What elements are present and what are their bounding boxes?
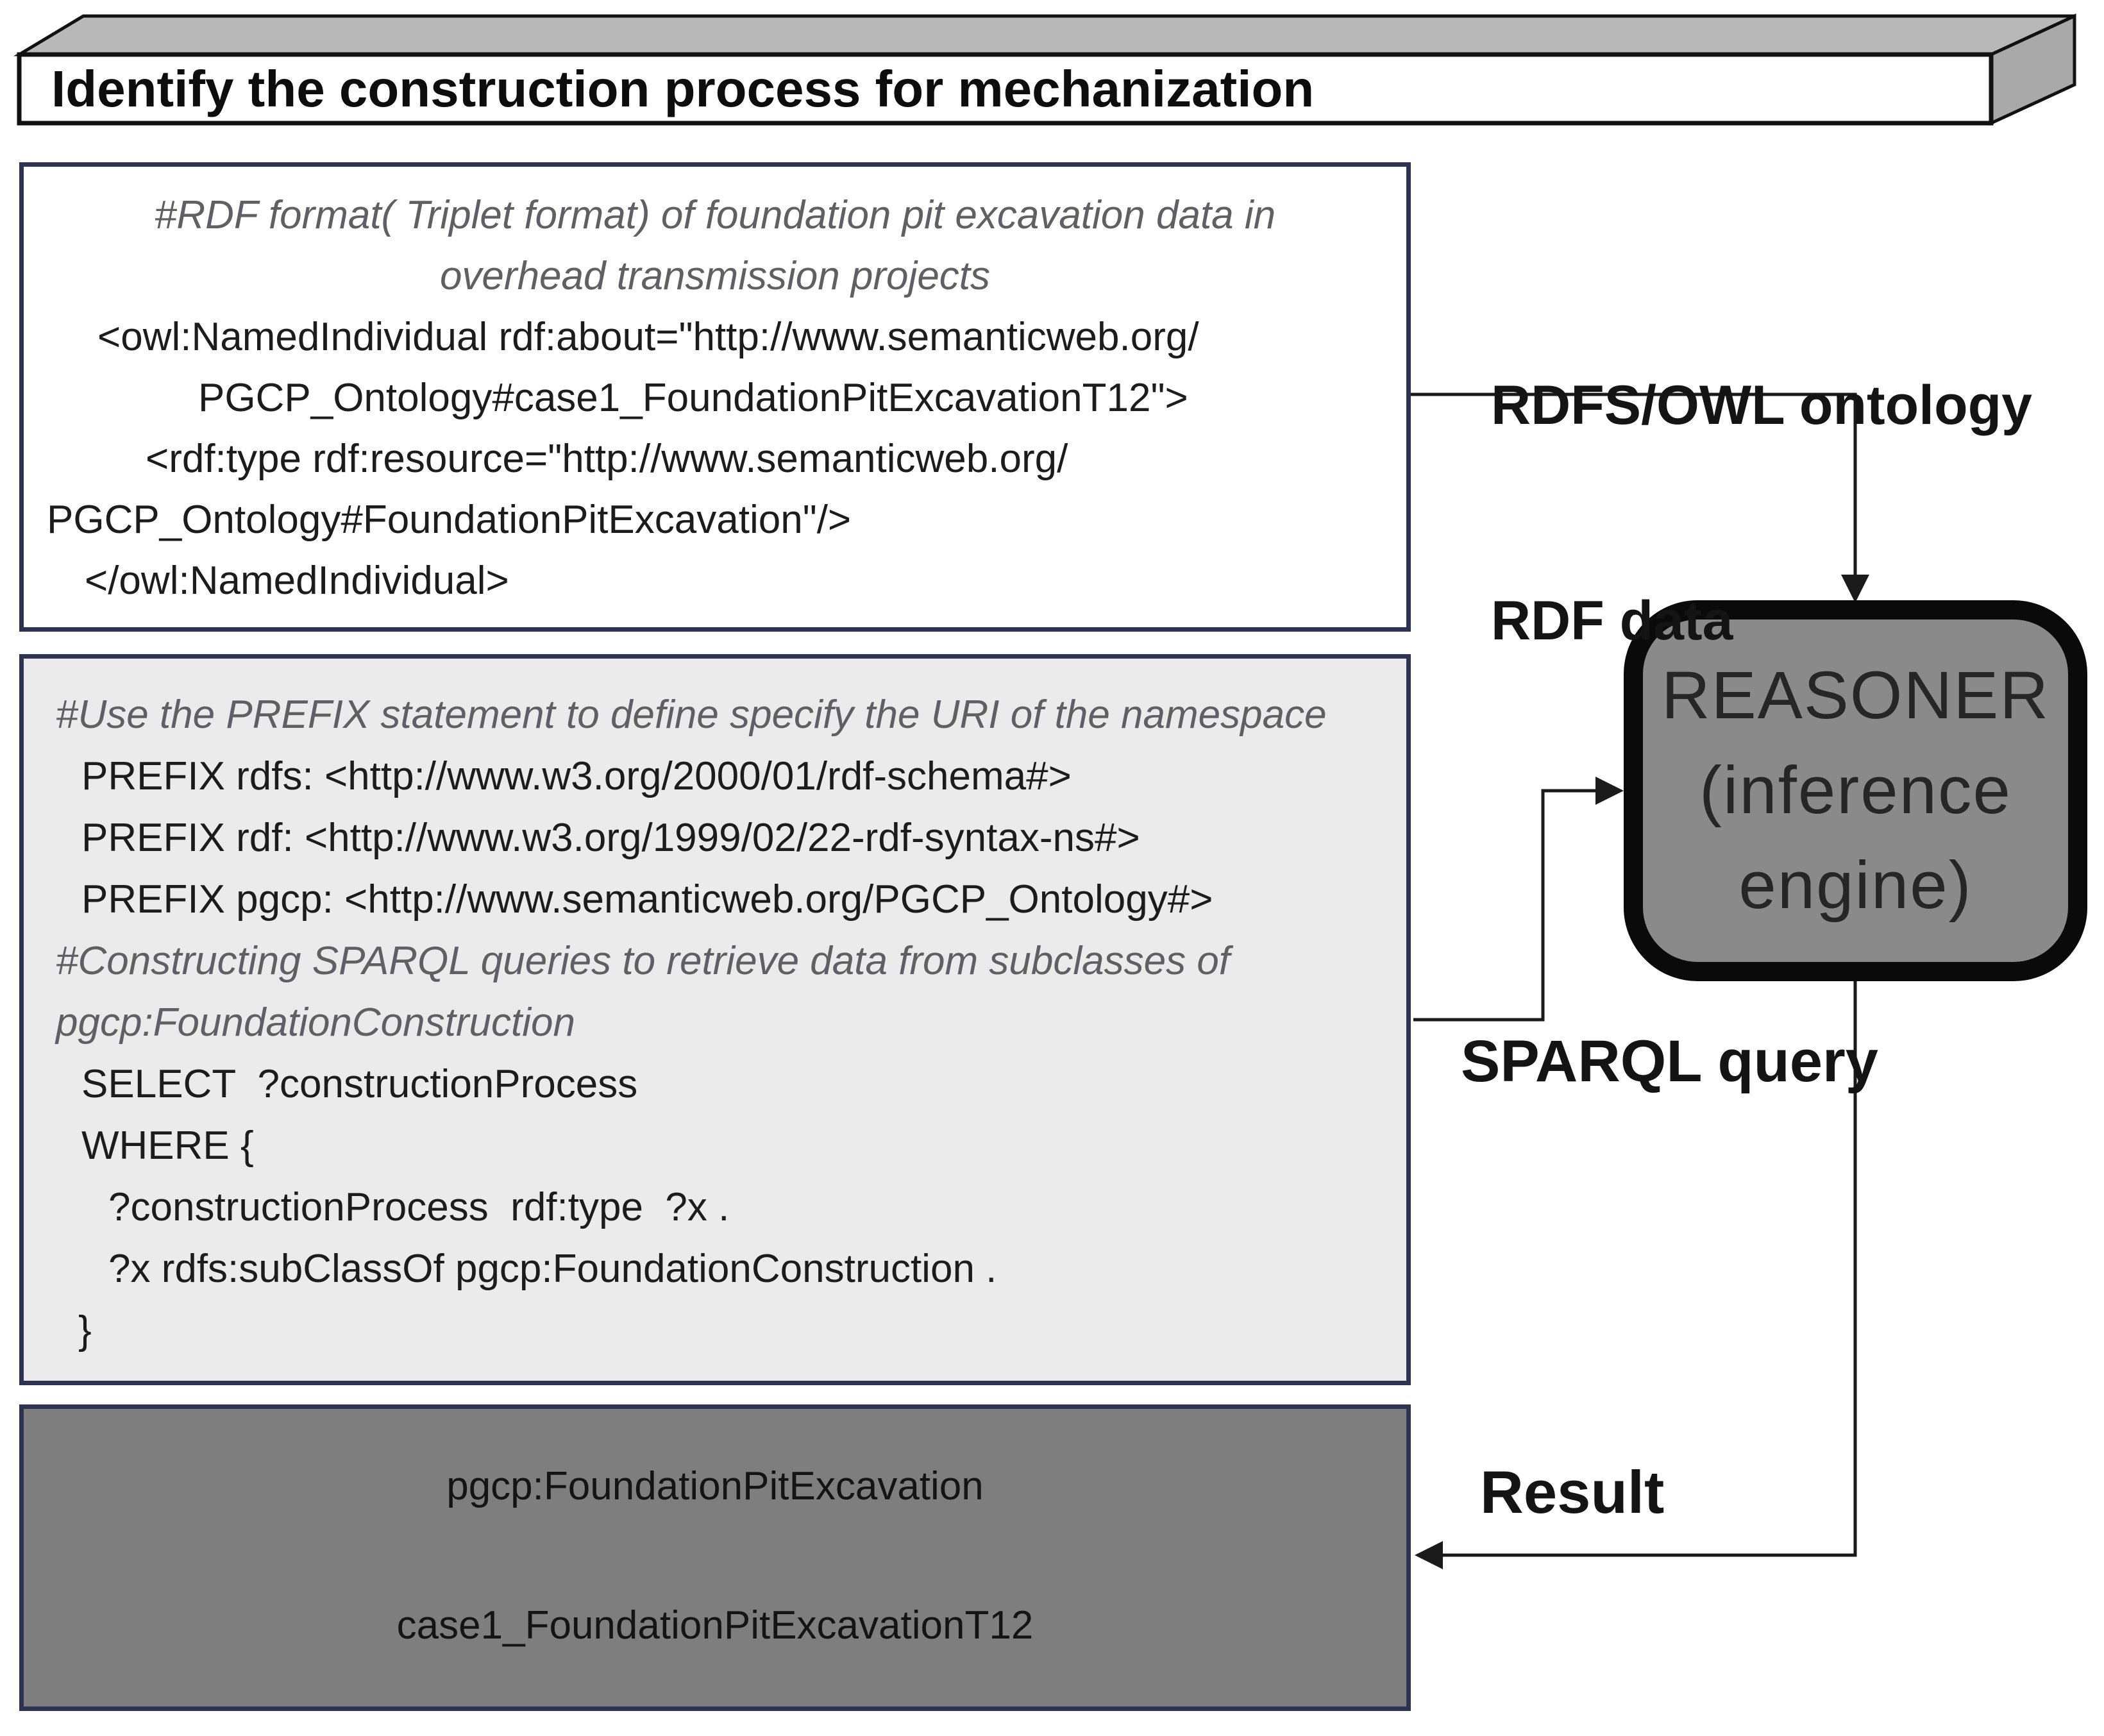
sparql-code-line: pgcp:FoundationConstruction: [56, 1000, 575, 1045]
sparql-code-lines: #Use the PREFIX statement to define spec…: [24, 659, 1406, 1361]
sparql-code-line: SELECT ?constructionProcess: [81, 1062, 638, 1106]
arrow-sparql-to-reasoner: [1413, 789, 1597, 1022]
sparql-code-line: #Use the PREFIX statement to define spec…: [56, 693, 1327, 737]
rdf-arrow-label: RDFS/OWL ontology RDF data: [1491, 226, 2032, 800]
rdf-data-box: #RDF format( Triplet format) of foundati…: [19, 162, 1411, 632]
reasoner-node: REASONER (inference engine): [1624, 600, 2087, 981]
sparql-code-line: #Constructing SPARQL queries to retrieve…: [56, 939, 1231, 983]
reasoner-label-line: engine): [1738, 848, 1973, 923]
rdf-code-line: <owl:NamedIndividual rdf:about="http://w…: [97, 315, 1199, 359]
sparql-arrow-label: SPARQL query: [1461, 1029, 1878, 1094]
result-row-class: pgcp:FoundationPitExcavation: [446, 1463, 984, 1508]
sparql-query-box: #Use the PREFIX statement to define spec…: [19, 654, 1411, 1385]
sparql-code-line: ?constructionProcess rdf:type ?x .: [108, 1185, 730, 1229]
reasoner-label-line: (inference: [1699, 753, 2012, 828]
sparql-code-line: PREFIX pgcp: <http://www.semanticweb.org…: [81, 877, 1213, 922]
sparql-code-line: }: [78, 1308, 92, 1353]
rdf-code-line: </owl:NamedIndividual>: [85, 559, 509, 603]
sparql-code-line: PREFIX rdf: <http://www.w3.org/1999/02/2…: [81, 816, 1140, 860]
banner-right-face: [1989, 13, 2076, 126]
rdf-code-lines: #RDF format( Triplet format) of foundati…: [24, 167, 1406, 611]
rdf-code-line: PGCP_Ontology#FoundationPitExcavation"/>: [47, 498, 852, 542]
rdf-code-line: overhead transmission projects: [439, 254, 991, 298]
banner-title: Identify the construction process for me…: [51, 60, 1315, 117]
rdf-code-line: <rdf:type rdf:resource="http://www.seman…: [146, 437, 1068, 481]
result-row-individual: case1_FoundationPitExcavationT12: [396, 1603, 1034, 1648]
reasoner-label-line: REASONER: [1661, 658, 2050, 733]
arrowhead-left-icon: [1415, 1541, 1443, 1569]
rdf-arrow-label-line2: RDF data: [1491, 590, 1733, 652]
sparql-code-line: ?x rdfs:subClassOf pgcp:FoundationConstr…: [108, 1247, 997, 1291]
rdf-code-line: #RDF format( Triplet format) of foundati…: [154, 193, 1276, 237]
sparql-code-line: WHERE {: [81, 1124, 254, 1168]
rdf-code-line: PGCP_Ontology#case1_FoundationPitExcavat…: [198, 376, 1188, 420]
sparql-code-line: PREFIX rdfs: <http://www.w3.org/2000/01/…: [81, 754, 1072, 798]
rdf-arrow-label-line1: RDFS/OWL ontology: [1491, 375, 2032, 436]
result-arrow-label: Result: [1480, 1458, 1665, 1526]
banner-top-face: [13, 14, 2076, 56]
